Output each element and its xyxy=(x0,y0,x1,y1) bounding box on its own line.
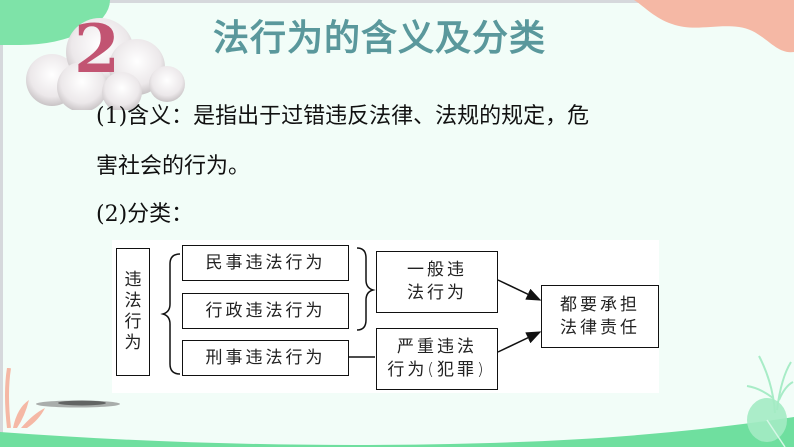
right-brace xyxy=(356,247,376,331)
general-violation-box: 一般违 法行为 xyxy=(376,251,498,313)
illegal-act-root-box: 违 法 行 为 xyxy=(116,248,150,376)
administrative-violation-box: 行政违法行为 xyxy=(182,293,349,329)
slide-title: 法行为的含义及分类 xyxy=(213,17,547,59)
left-brace xyxy=(160,253,181,375)
criminal-violation-box: 刑事违法行为 xyxy=(182,340,349,376)
serious-violation-box: 严重违法 行为(犯罪) xyxy=(376,328,498,390)
ink-brush-stroke xyxy=(36,400,120,408)
pink-wave-decoration xyxy=(634,0,794,53)
classification-diagram: 违 法 行 为 民事违法行为 行政违法行为 刑事违法行为 一般违 法行为 严重违… xyxy=(112,240,659,393)
classification-heading: (2)分类： xyxy=(96,202,194,227)
diagram-connectors xyxy=(160,247,542,375)
definition-line-2: 害社会的行为。 xyxy=(96,154,251,179)
legal-liability-box: 都要承担 法律责任 xyxy=(541,285,659,348)
slide-frame-top xyxy=(0,0,794,3)
cloud-icon xyxy=(26,18,185,110)
definition-line-1: (1)含义：是指出于过错违反法律、法规的规定，危 xyxy=(96,104,590,129)
slide-frame-left xyxy=(0,0,3,447)
palm-leaf-icon xyxy=(746,355,794,447)
section-number: 2 xyxy=(74,10,120,88)
civil-violation-box: 民事违法行为 xyxy=(182,245,349,281)
green-wave-band xyxy=(0,417,794,447)
pink-plant-icon xyxy=(5,368,45,428)
